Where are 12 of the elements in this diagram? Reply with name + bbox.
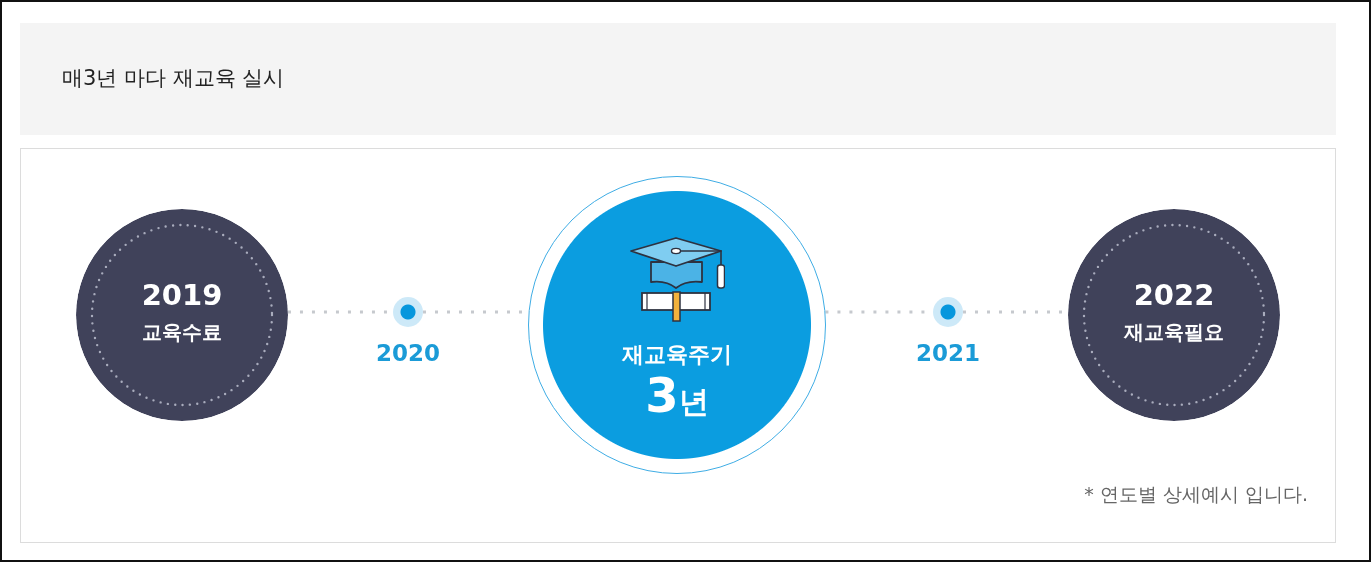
- timeline-dot: [933, 297, 963, 327]
- heading-text: 매3년 마다 재교육 실시: [62, 65, 285, 92]
- year-text: 2019: [141, 278, 223, 312]
- footnote-text: * 연도별 상세예시 입니다.: [1084, 482, 1308, 507]
- status-text: 교육수료: [142, 319, 222, 346]
- year-text: 2022: [1133, 278, 1215, 312]
- cycle-value: 3년: [645, 371, 709, 425]
- year-label: 2020: [376, 339, 440, 367]
- year-label: 2021: [916, 339, 980, 367]
- cycle-title: 재교육주기: [622, 340, 732, 369]
- timeline-dot: [393, 297, 423, 327]
- status-text: 재교육필요: [1124, 319, 1224, 346]
